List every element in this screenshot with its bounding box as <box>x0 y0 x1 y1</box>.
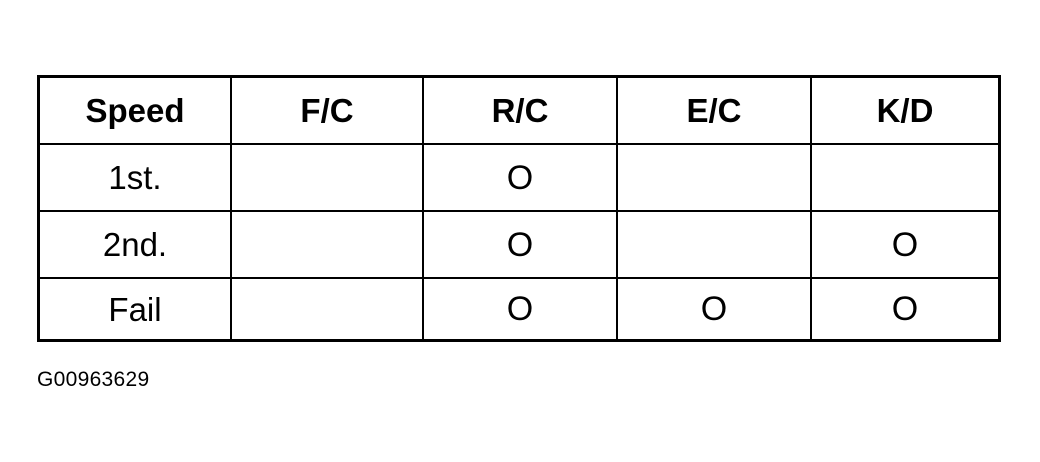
row-fail-fc <box>232 279 424 339</box>
figure-id-caption: G00963629 <box>37 368 150 391</box>
row-1st-speed: 1st. <box>40 145 232 212</box>
row-2nd-kd: O <box>812 212 998 279</box>
row-1st-fc <box>232 145 424 212</box>
clutch-application-table: Speed F/C R/C E/C K/D 1st. O 2nd. O O Fa… <box>37 75 1001 342</box>
header-speed: Speed <box>40 78 232 145</box>
row-1st-rc: O <box>424 145 618 212</box>
header-rc: R/C <box>424 78 618 145</box>
row-1st-ec <box>618 145 812 212</box>
row-1st-kd <box>812 145 998 212</box>
row-fail-kd: O <box>891 290 919 328</box>
header-ec: E/C <box>618 78 812 145</box>
row-fail-ec: O <box>618 279 812 339</box>
header-fc: F/C <box>232 78 424 145</box>
row-fail-rc: O <box>424 279 618 339</box>
row-2nd-speed: 2nd. <box>40 212 232 279</box>
row-2nd-ec <box>618 212 812 279</box>
row-2nd-rc: O <box>424 212 618 279</box>
row-fail-speed: Fail <box>40 279 232 339</box>
header-kd: K/D <box>812 78 998 145</box>
row-2nd-fc <box>232 212 424 279</box>
